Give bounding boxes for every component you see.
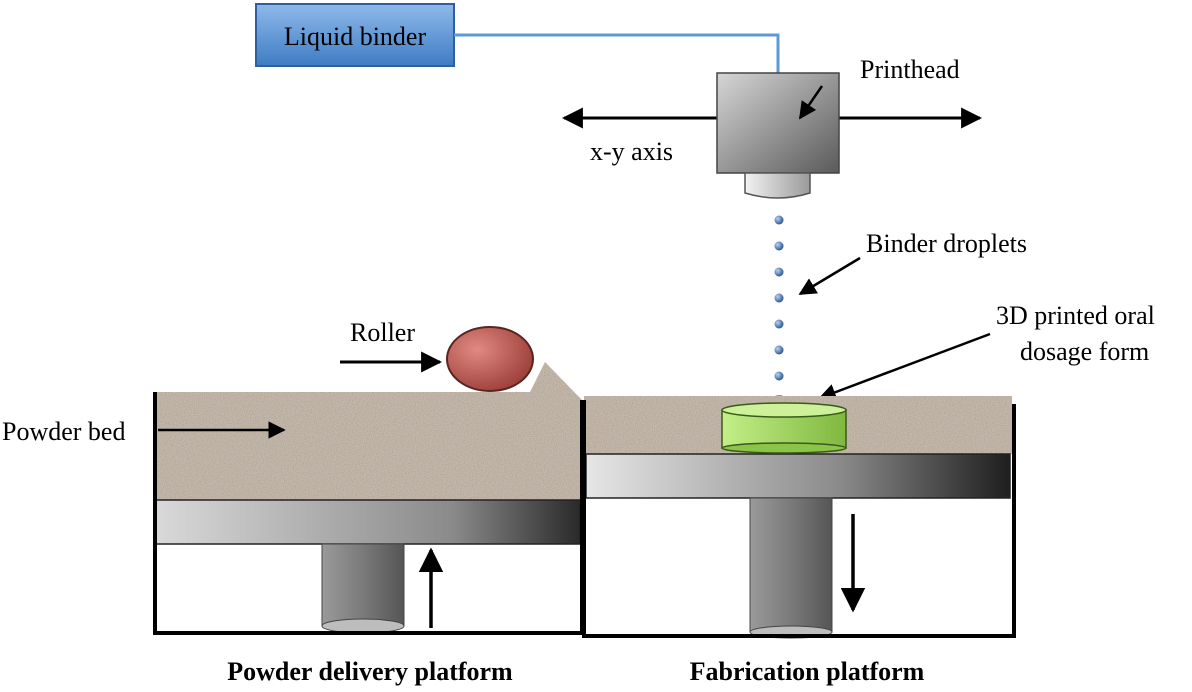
- powder-bed-label: Powder bed: [2, 417, 125, 446]
- binder-droplet: [774, 319, 784, 329]
- liquid-binder-label: Liquid binder: [284, 22, 427, 51]
- roller: [446, 326, 534, 392]
- powder-bed-left: [153, 362, 582, 500]
- printhead-label: Printhead: [860, 55, 960, 84]
- fabrication-platform-label: Fabrication platform: [690, 657, 925, 686]
- binder-droplet: [774, 345, 784, 355]
- powder-delivery-plate: [155, 499, 581, 545]
- fabrication-plate: [585, 453, 1011, 499]
- binder-droplet: [774, 267, 784, 277]
- dosage-form-label-line1: 3D printed oral: [996, 301, 1155, 330]
- fabrication-piston: [749, 497, 833, 633]
- dosage-form-tablet: [721, 402, 847, 454]
- dosage-form-label-line2: dosage form: [1020, 337, 1149, 366]
- printhead-nozzle: [744, 172, 811, 199]
- binder-droplet: [774, 215, 784, 225]
- binder-droplet-stream: [773, 215, 785, 403]
- xy-axis-label: x-y axis: [590, 137, 673, 166]
- binder-droplet: [774, 293, 784, 303]
- dosage-form-pointer: [818, 332, 991, 401]
- binder-droplet: [774, 241, 784, 251]
- liquid-binder-box: [255, 3, 455, 67]
- roller-label: Roller: [350, 318, 415, 347]
- fabrication-chamber-walls: [582, 400, 1016, 638]
- binder-droplets-label: Binder droplets: [866, 229, 1027, 258]
- powder-delivery-piston: [321, 543, 405, 627]
- powder-delivery-platform-label: Powder delivery platform: [227, 657, 513, 686]
- binder-droplets-pointer: [798, 256, 861, 296]
- binder-feed-line: [454, 33, 780, 74]
- printhead-indicator-arrow: [798, 85, 824, 120]
- binder-droplet: [774, 371, 784, 381]
- powder-delivery-piston-end: [321, 618, 405, 634]
